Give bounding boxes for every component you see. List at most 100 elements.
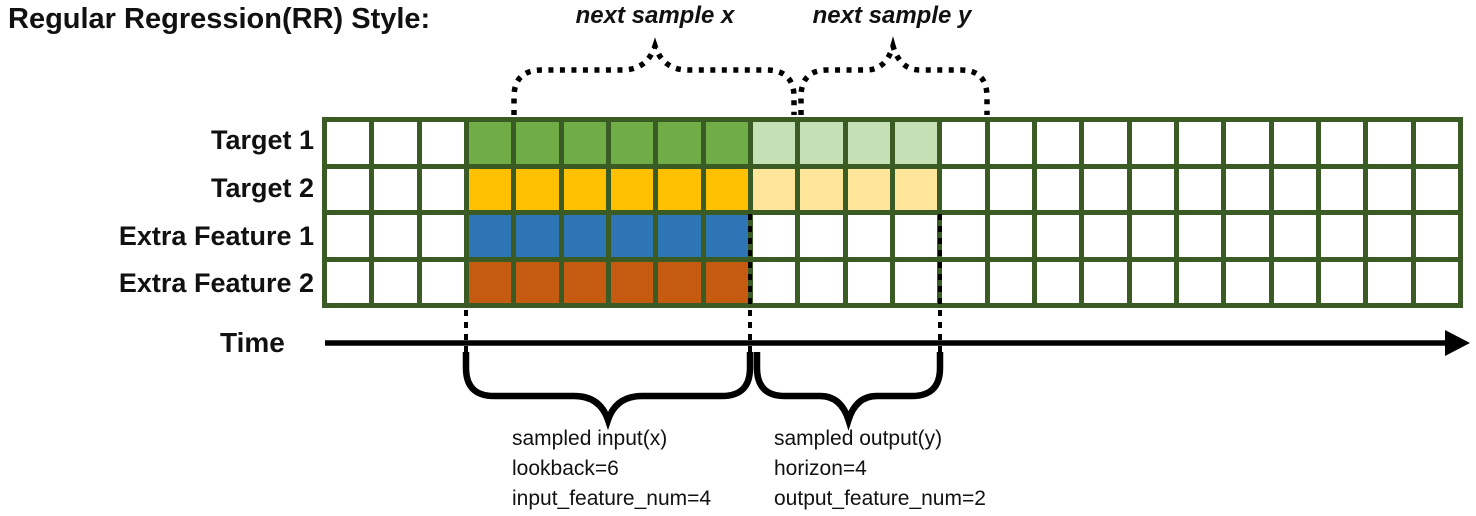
grid-cell: [1273, 168, 1316, 210]
grid-cell: [942, 261, 985, 303]
grid-cell: [1131, 215, 1174, 257]
grid-cell: [1178, 168, 1222, 210]
grid-cell: [563, 261, 606, 303]
grid-cell: [847, 122, 890, 164]
horizon-line: horizon=4: [774, 457, 867, 480]
grid-cell: [1415, 122, 1458, 164]
grid-cell: [610, 261, 654, 303]
row-label: Target 2: [210, 172, 314, 203]
grid-cell: [1036, 122, 1080, 164]
next-sample-x-brace: [511, 37, 797, 115]
grid-cell: [658, 122, 701, 164]
grid-cell: [1084, 261, 1127, 303]
grid-cell: [1415, 261, 1458, 303]
grid-cell: [1273, 215, 1316, 257]
grid-cell: [989, 261, 1032, 303]
grid-cell: [421, 168, 464, 210]
grid-cell: [563, 122, 606, 164]
sampled-output-brace: [753, 352, 944, 431]
grid-cell: [1084, 168, 1127, 210]
grid-cell: [1178, 122, 1222, 164]
grid-cell: [468, 168, 512, 210]
grid-cell: [563, 168, 606, 210]
grid-cell: [1178, 215, 1222, 257]
grid-cell: [1368, 261, 1411, 303]
grid-cell: [421, 122, 464, 164]
grid-cell: [327, 168, 370, 210]
grid-cell: [1131, 122, 1174, 164]
grid-cell: [705, 168, 748, 210]
grid-cell: [1178, 261, 1222, 303]
grid-cell: [468, 215, 512, 257]
grid-cell: [1320, 261, 1364, 303]
row-label: Extra Feature 1: [118, 220, 314, 251]
grid-cell: [658, 168, 701, 210]
grid-cell: [1320, 168, 1364, 210]
grid-cell: [847, 261, 890, 303]
next-sample-y-label: next sample y: [812, 2, 972, 29]
grid-cell: [516, 261, 559, 303]
grid-cell: [421, 261, 464, 303]
grid-cell: [989, 215, 1032, 257]
grid-cell: [989, 122, 1032, 164]
grid-cell: [374, 261, 417, 303]
grid-cell: [705, 122, 748, 164]
grid-cell: [1415, 215, 1458, 257]
grid-cell: [658, 261, 701, 303]
grid-cell: [1036, 215, 1080, 257]
time-axis-label: Time: [220, 327, 285, 358]
grid-cell: [516, 215, 559, 257]
grid-cell: [1226, 168, 1269, 210]
row-label: Target 1: [210, 125, 314, 155]
timeseries-grid: [322, 117, 1463, 308]
grid-cell: [1320, 122, 1364, 164]
time-axis-arrowhead-icon: [1445, 330, 1470, 356]
grid-cell: [374, 122, 417, 164]
grid-cell: [610, 215, 654, 257]
grid-cell: [1036, 261, 1080, 303]
grid-cell: [894, 168, 938, 210]
grid-cell: [800, 261, 843, 303]
grid-cell: [374, 215, 417, 257]
grid-cell: [563, 215, 606, 257]
grid-cell: [1368, 168, 1411, 210]
grid-cell: [894, 261, 938, 303]
grid-cell: [374, 168, 417, 210]
grid-cell: [327, 122, 370, 164]
grid-cell: [894, 122, 938, 164]
grid-cell: [705, 261, 748, 303]
page-title: Regular Regression(RR) Style:: [8, 3, 431, 35]
grid-cell: [1368, 122, 1411, 164]
sampled-input-line: sampled input(x): [512, 427, 668, 450]
grid-cell: [421, 215, 464, 257]
grid-cell: [800, 168, 843, 210]
grid-cell: [847, 215, 890, 257]
grid-cell: [1320, 215, 1364, 257]
grid-cell: [610, 122, 654, 164]
grid-cell: [468, 261, 512, 303]
output-feature-num-line: output_feature_num=2: [774, 487, 986, 510]
sampled-input-note: sampled input(x) lookback=6 input_featur…: [512, 424, 711, 514]
grid-cell: [1415, 168, 1458, 210]
grid-cell: [1368, 215, 1411, 257]
grid-cell: [1226, 215, 1269, 257]
grid-cell: [1273, 261, 1316, 303]
grid-cell: [752, 168, 796, 210]
grid-cell: [1036, 168, 1080, 210]
grid-cell: [1226, 122, 1269, 164]
grid-cell: [942, 122, 985, 164]
grid-cell: [1273, 122, 1316, 164]
grid-cell: [752, 122, 796, 164]
next-sample-y-brace: [798, 36, 990, 115]
grid-cell: [705, 215, 748, 257]
sampled-output-line: sampled output(y): [774, 427, 943, 450]
grid-cell: [516, 122, 559, 164]
grid-cell: [752, 215, 796, 257]
grid-cell: [942, 215, 985, 257]
grid-cell: [1084, 215, 1127, 257]
grid-cell: [468, 122, 512, 164]
grid-cell: [516, 168, 559, 210]
sampled-output-note: sampled output(y) horizon=4 output_featu…: [774, 424, 986, 514]
grid-cell: [1226, 261, 1269, 303]
